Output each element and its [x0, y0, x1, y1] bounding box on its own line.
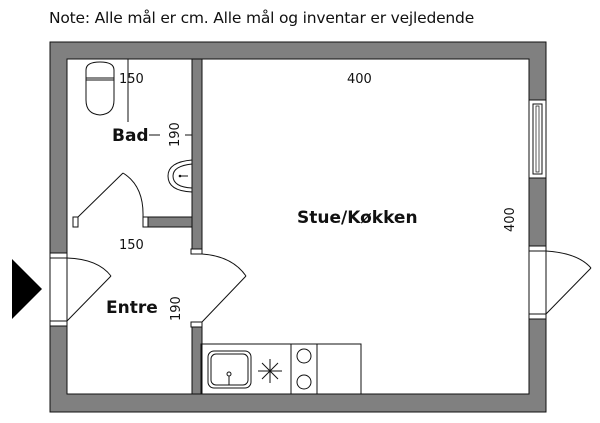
balcony-door-opening [529, 246, 546, 319]
kitchen-sink-icon [207, 350, 252, 389]
entry-door-swing [66, 257, 112, 322]
room-label-entre: Entre [106, 298, 158, 318]
bathroom-wall [147, 216, 193, 228]
bathroom-door-swing [77, 172, 144, 218]
interior-wall [191, 58, 203, 254]
living-room-door-swing [201, 253, 247, 323]
room-label-bad: Bad [112, 126, 149, 146]
toilet-icon [85, 61, 115, 116]
balcony-door-swing [545, 250, 592, 315]
dim-entre-depth: 190 [169, 296, 184, 321]
dim-stue-width: 400 [347, 72, 372, 87]
entry-door-opening [50, 253, 67, 326]
dim-bad-width: 150 [119, 72, 144, 87]
kitchen-counter [200, 343, 362, 395]
plan-note: Note: Alle mål er cm. Alle mål og invent… [49, 9, 475, 27]
dim-bad-depth: 190 [168, 122, 183, 147]
entrance-arrow-icon [12, 259, 42, 319]
washbasin-icon [167, 159, 193, 193]
dishwasher-symbol-icon [258, 359, 282, 383]
dim-stue-depth: 400 [503, 207, 518, 232]
room-label-stue: Stue/Køkken [297, 208, 418, 228]
dim-entre-width: 150 [119, 238, 144, 253]
stove-burners-icon [296, 348, 312, 390]
